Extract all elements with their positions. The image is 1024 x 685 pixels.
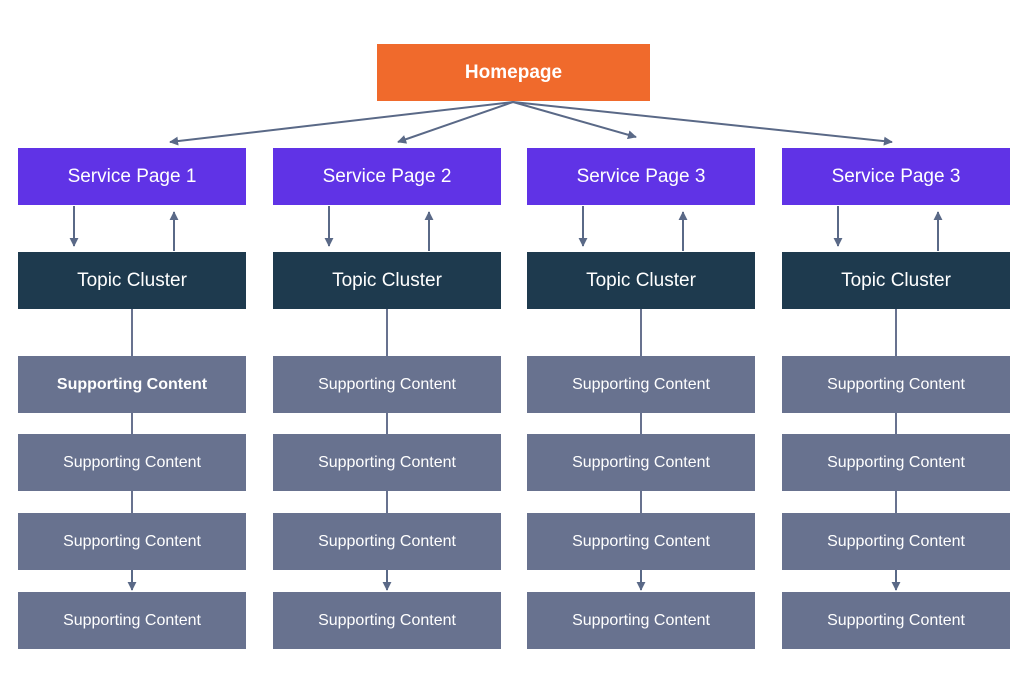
service-page-box-4: Service Page 3: [782, 148, 1010, 205]
topic-cluster-box-1: Topic Cluster: [18, 252, 246, 309]
homepage-box: Homepage: [377, 44, 650, 101]
supporting-content-label: Supporting Content: [572, 453, 710, 471]
supporting-content-label: Supporting Content: [63, 453, 201, 471]
homepage-to-service-arrow-1: [169, 101, 514, 146]
supporting-content-box: Supporting Content: [273, 513, 501, 570]
service-page-label: Service Page 1: [67, 165, 197, 187]
supporting-content-box: Supporting Content: [782, 513, 1010, 570]
supporting-content-label: Supporting Content: [318, 532, 456, 550]
topic-cluster-box-2: Topic Cluster: [273, 252, 501, 309]
supporting-content-label: Supporting Content: [56, 375, 208, 393]
supporting-content-label: Supporting Content: [318, 375, 456, 393]
supporting-content-box: Supporting Content: [782, 434, 1010, 491]
supporting-content-label: Supporting Content: [318, 453, 456, 471]
topic-cluster-label: Topic Cluster: [841, 269, 951, 291]
service-page-box-1: Service Page 1: [18, 148, 246, 205]
service-page-box-3: Service Page 3: [527, 148, 755, 205]
homepage-to-service-arrow-2: [397, 101, 514, 144]
service-page-label: Service Page 3: [831, 165, 961, 187]
supporting-content-box: Supporting Content: [273, 592, 501, 649]
supporting-content-box: Supporting Content: [527, 592, 755, 649]
supporting-content-box: Supporting Content: [527, 513, 755, 570]
supporting-content-label: Supporting Content: [572, 611, 710, 629]
supporting-content-box: Supporting Content: [18, 434, 246, 491]
supporting-content-box: Supporting Content: [273, 356, 501, 413]
topic-cluster-label: Topic Cluster: [77, 269, 187, 291]
supporting-content-label: Supporting Content: [827, 611, 965, 629]
supporting-content-box: Supporting Content: [782, 356, 1010, 413]
supporting-content-label: Supporting Content: [63, 611, 201, 629]
supporting-content-label: Supporting Content: [318, 611, 456, 629]
supporting-content-label: Supporting Content: [827, 453, 965, 471]
supporting-content-box: Supporting Content: [527, 434, 755, 491]
supporting-content-label: Supporting Content: [63, 532, 201, 550]
topic-cluster-label: Topic Cluster: [586, 269, 696, 291]
homepage-to-service-arrow-3: [512, 101, 637, 140]
topic-cluster-label: Topic Cluster: [332, 269, 442, 291]
topic-cluster-box-3: Topic Cluster: [527, 252, 755, 309]
supporting-content-label: Supporting Content: [572, 375, 710, 393]
homepage-to-service-arrow-4: [512, 101, 893, 146]
service-page-label: Service Page 3: [576, 165, 706, 187]
supporting-content-box: Supporting Content: [782, 592, 1010, 649]
supporting-content-box: Supporting Content: [18, 513, 246, 570]
supporting-content-box: Supporting Content: [273, 434, 501, 491]
supporting-content-label: Supporting Content: [827, 532, 965, 550]
service-page-label: Service Page 2: [322, 165, 452, 187]
homepage-label: Homepage: [464, 61, 563, 83]
supporting-content-box: Supporting Content: [527, 356, 755, 413]
supporting-content-box: Supporting Content: [18, 592, 246, 649]
supporting-content-label: Supporting Content: [827, 375, 965, 393]
supporting-content-box: Supporting Content: [18, 356, 246, 413]
topic-cluster-box-4: Topic Cluster: [782, 252, 1010, 309]
service-page-box-2: Service Page 2: [273, 148, 501, 205]
supporting-content-label: Supporting Content: [572, 532, 710, 550]
